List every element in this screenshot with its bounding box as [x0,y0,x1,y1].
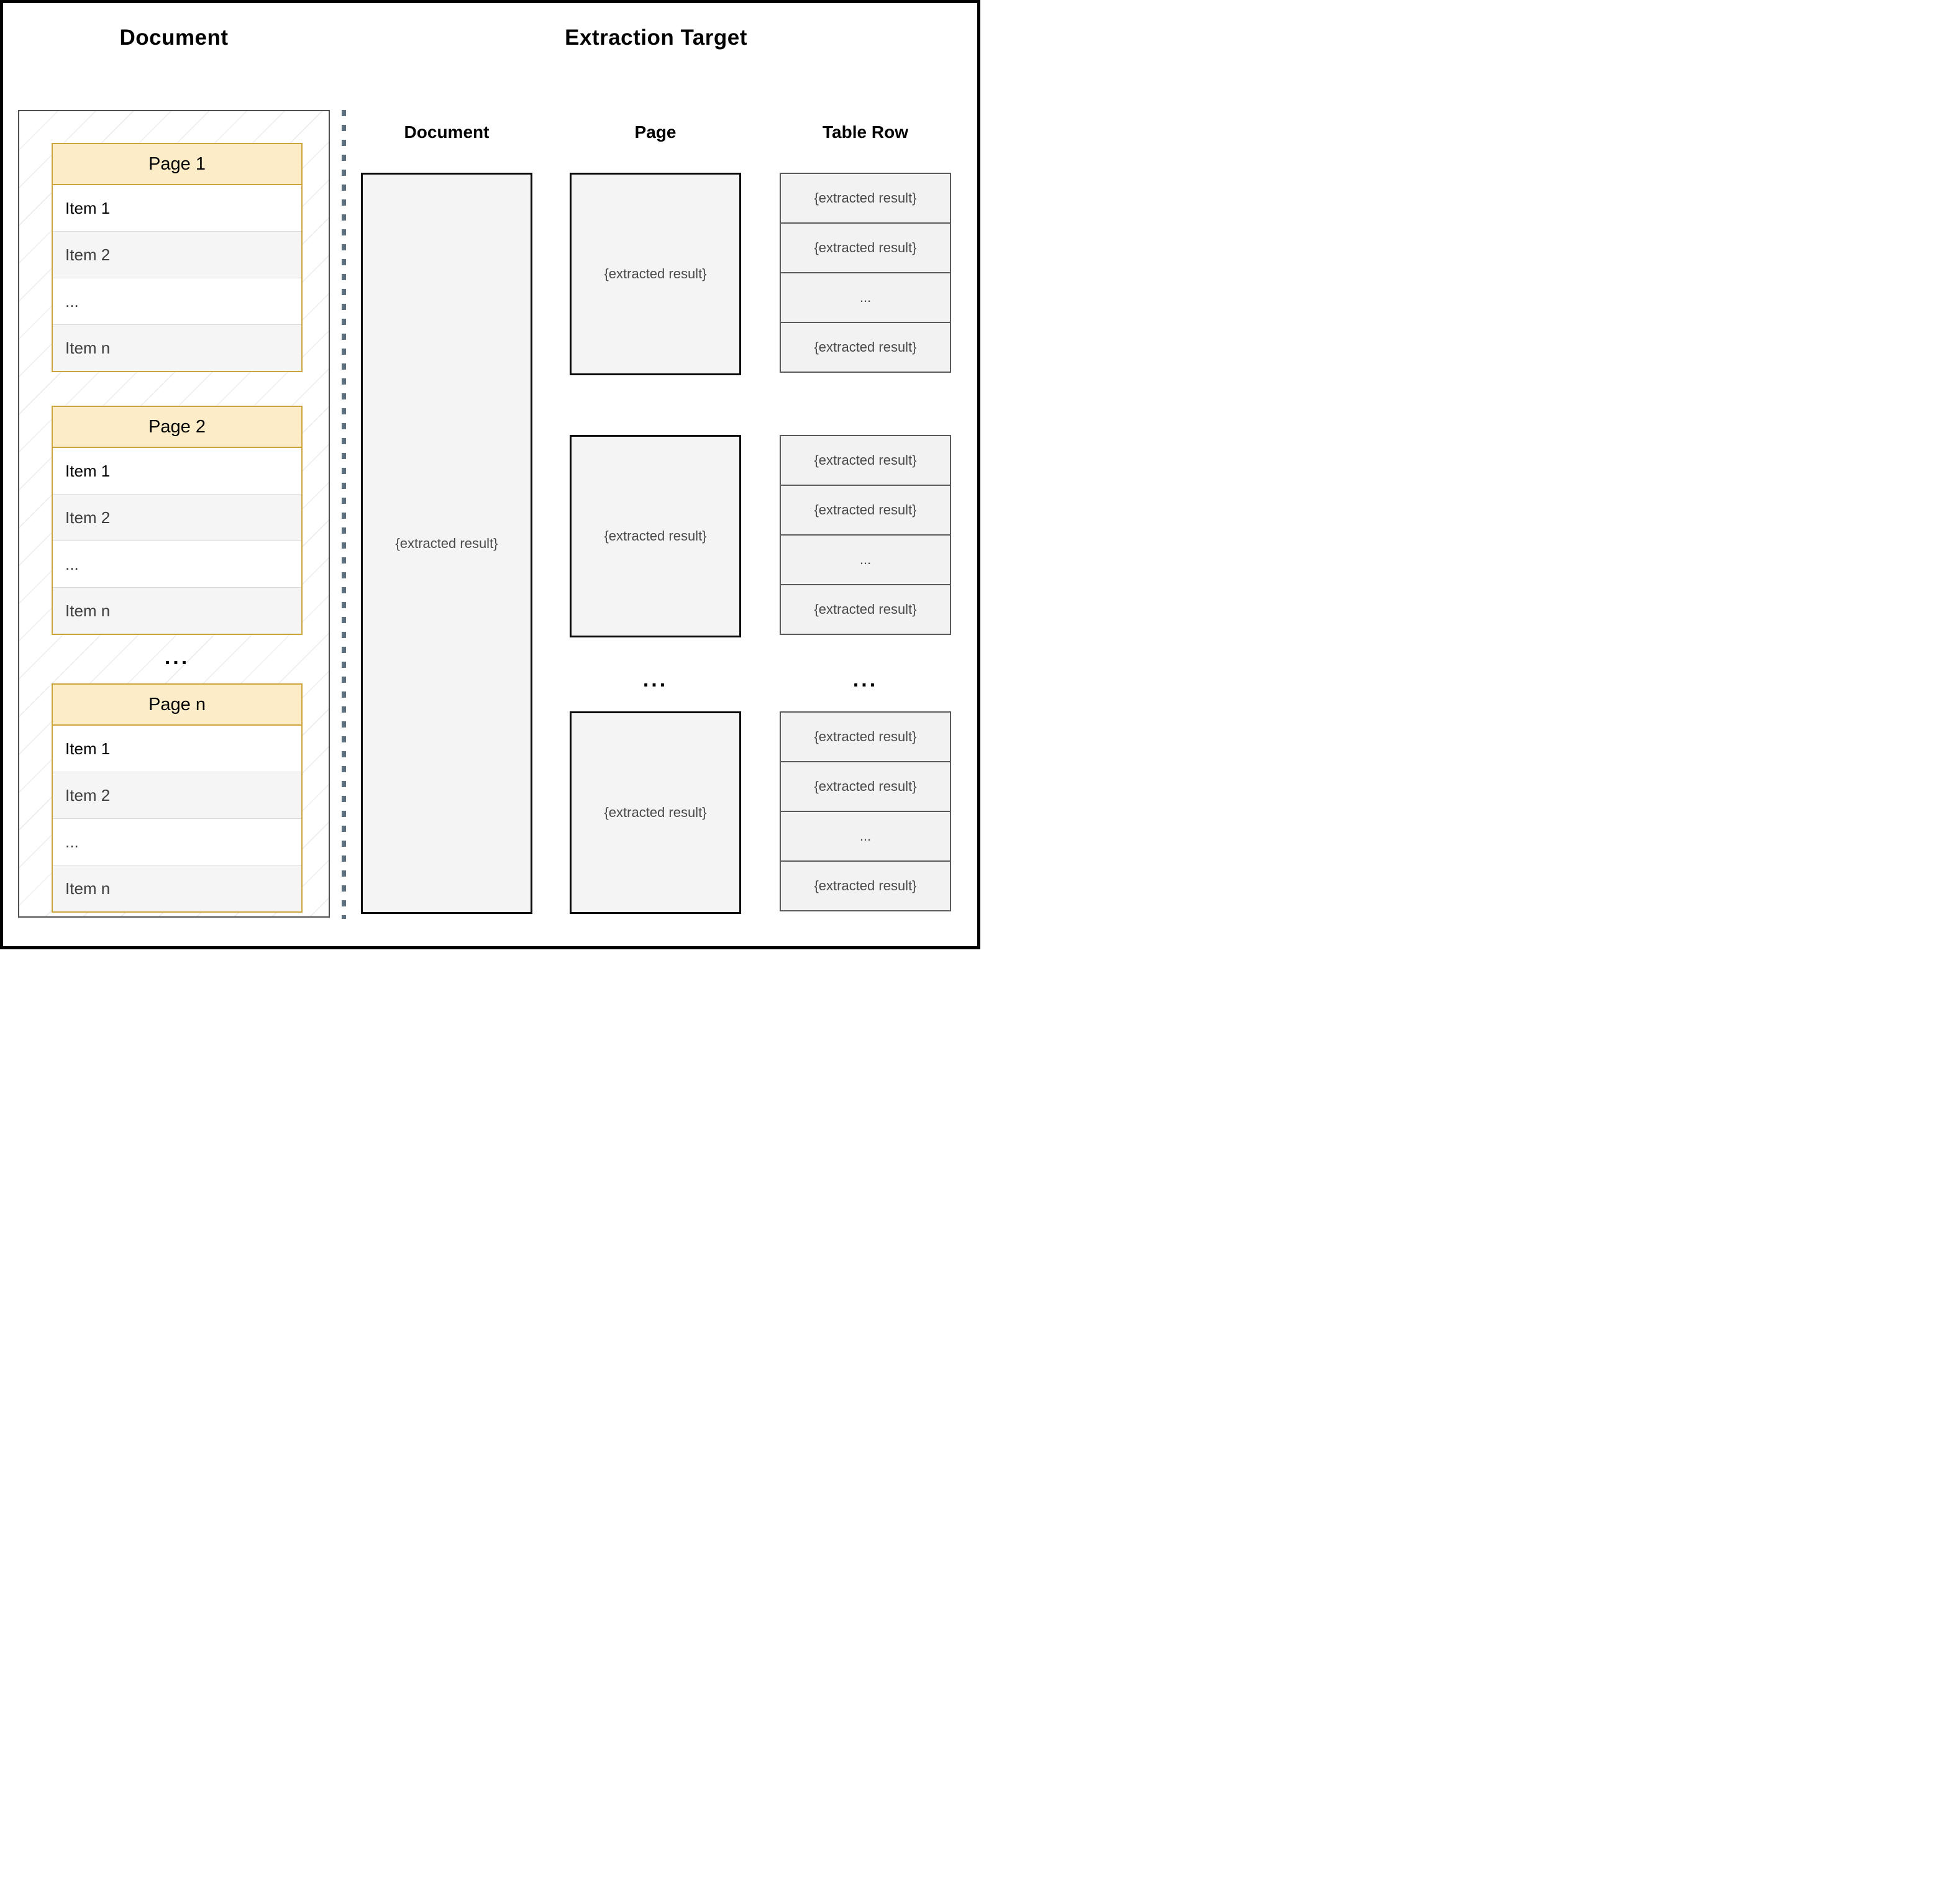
table-row-result: {extracted result} [780,711,951,762]
page-table-1-header: Page 1 [53,144,301,185]
table-row: ... [53,818,301,865]
left-section-title: Document [119,25,229,50]
page-boxes-ellipsis: ... [642,668,668,691]
table-row-group-2: {extracted result} {extracted result} ..… [780,435,951,635]
table-row: ... [53,278,301,324]
page-result-box-1: {extracted result} [570,173,741,375]
table-row-group-1: {extracted result} {extracted result} ..… [780,173,951,373]
diagram-canvas: Document Extraction Target Page 1 Item 1… [0,0,980,949]
table-row-result: {extracted result} [780,485,951,536]
document-container: Page 1 Item 1 Item 2 ... Item n Page 2 I… [18,110,330,918]
table-row: Item 2 [53,494,301,541]
page-table-1: Page 1 Item 1 Item 2 ... Item n [52,143,303,372]
table-row: Item 1 [53,726,301,772]
table-row-result: ... [780,811,951,862]
page-result-box-2: {extracted result} [570,435,741,637]
table-row: Item 1 [53,448,301,494]
table-row: Item 2 [53,772,301,818]
column-header-page: Page [634,122,677,142]
table-row-result: {extracted result} [780,222,951,273]
table-row-result: {extracted result} [780,860,951,911]
page-table-2: Page 2 Item 1 Item 2 ... Item n [52,406,303,635]
page-result-box-n: {extracted result} [570,711,741,914]
table-row: ... [53,541,301,587]
right-section-title: Extraction Target [565,25,747,50]
page-table-n: Page n Item 1 Item 2 ... Item n [52,683,303,913]
table-row-result: {extracted result} [780,322,951,373]
table-row-groups-ellipsis: ... [852,668,878,691]
table-row-result: {extracted result} [780,173,951,224]
table-row: Item n [53,587,301,634]
column-header-document: Document [404,122,490,142]
table-row-result: {extracted result} [780,435,951,486]
column-header-table-row: Table Row [823,122,908,142]
dashed-divider [342,110,346,919]
document-result-box: {extracted result} [361,173,532,914]
page-table-n-header: Page n [53,685,301,726]
table-row-result: {extracted result} [780,584,951,635]
table-row: Item n [53,324,301,371]
table-row-group-n: {extracted result} {extracted result} ..… [780,711,951,911]
table-row-result: ... [780,272,951,323]
table-row-result: ... [780,534,951,585]
table-row: Item n [53,865,301,911]
table-row: Item 2 [53,231,301,278]
table-row-result: {extracted result} [780,761,951,812]
page-table-2-header: Page 2 [53,407,301,448]
pages-ellipsis: ... [164,646,190,669]
table-row: Item 1 [53,185,301,231]
